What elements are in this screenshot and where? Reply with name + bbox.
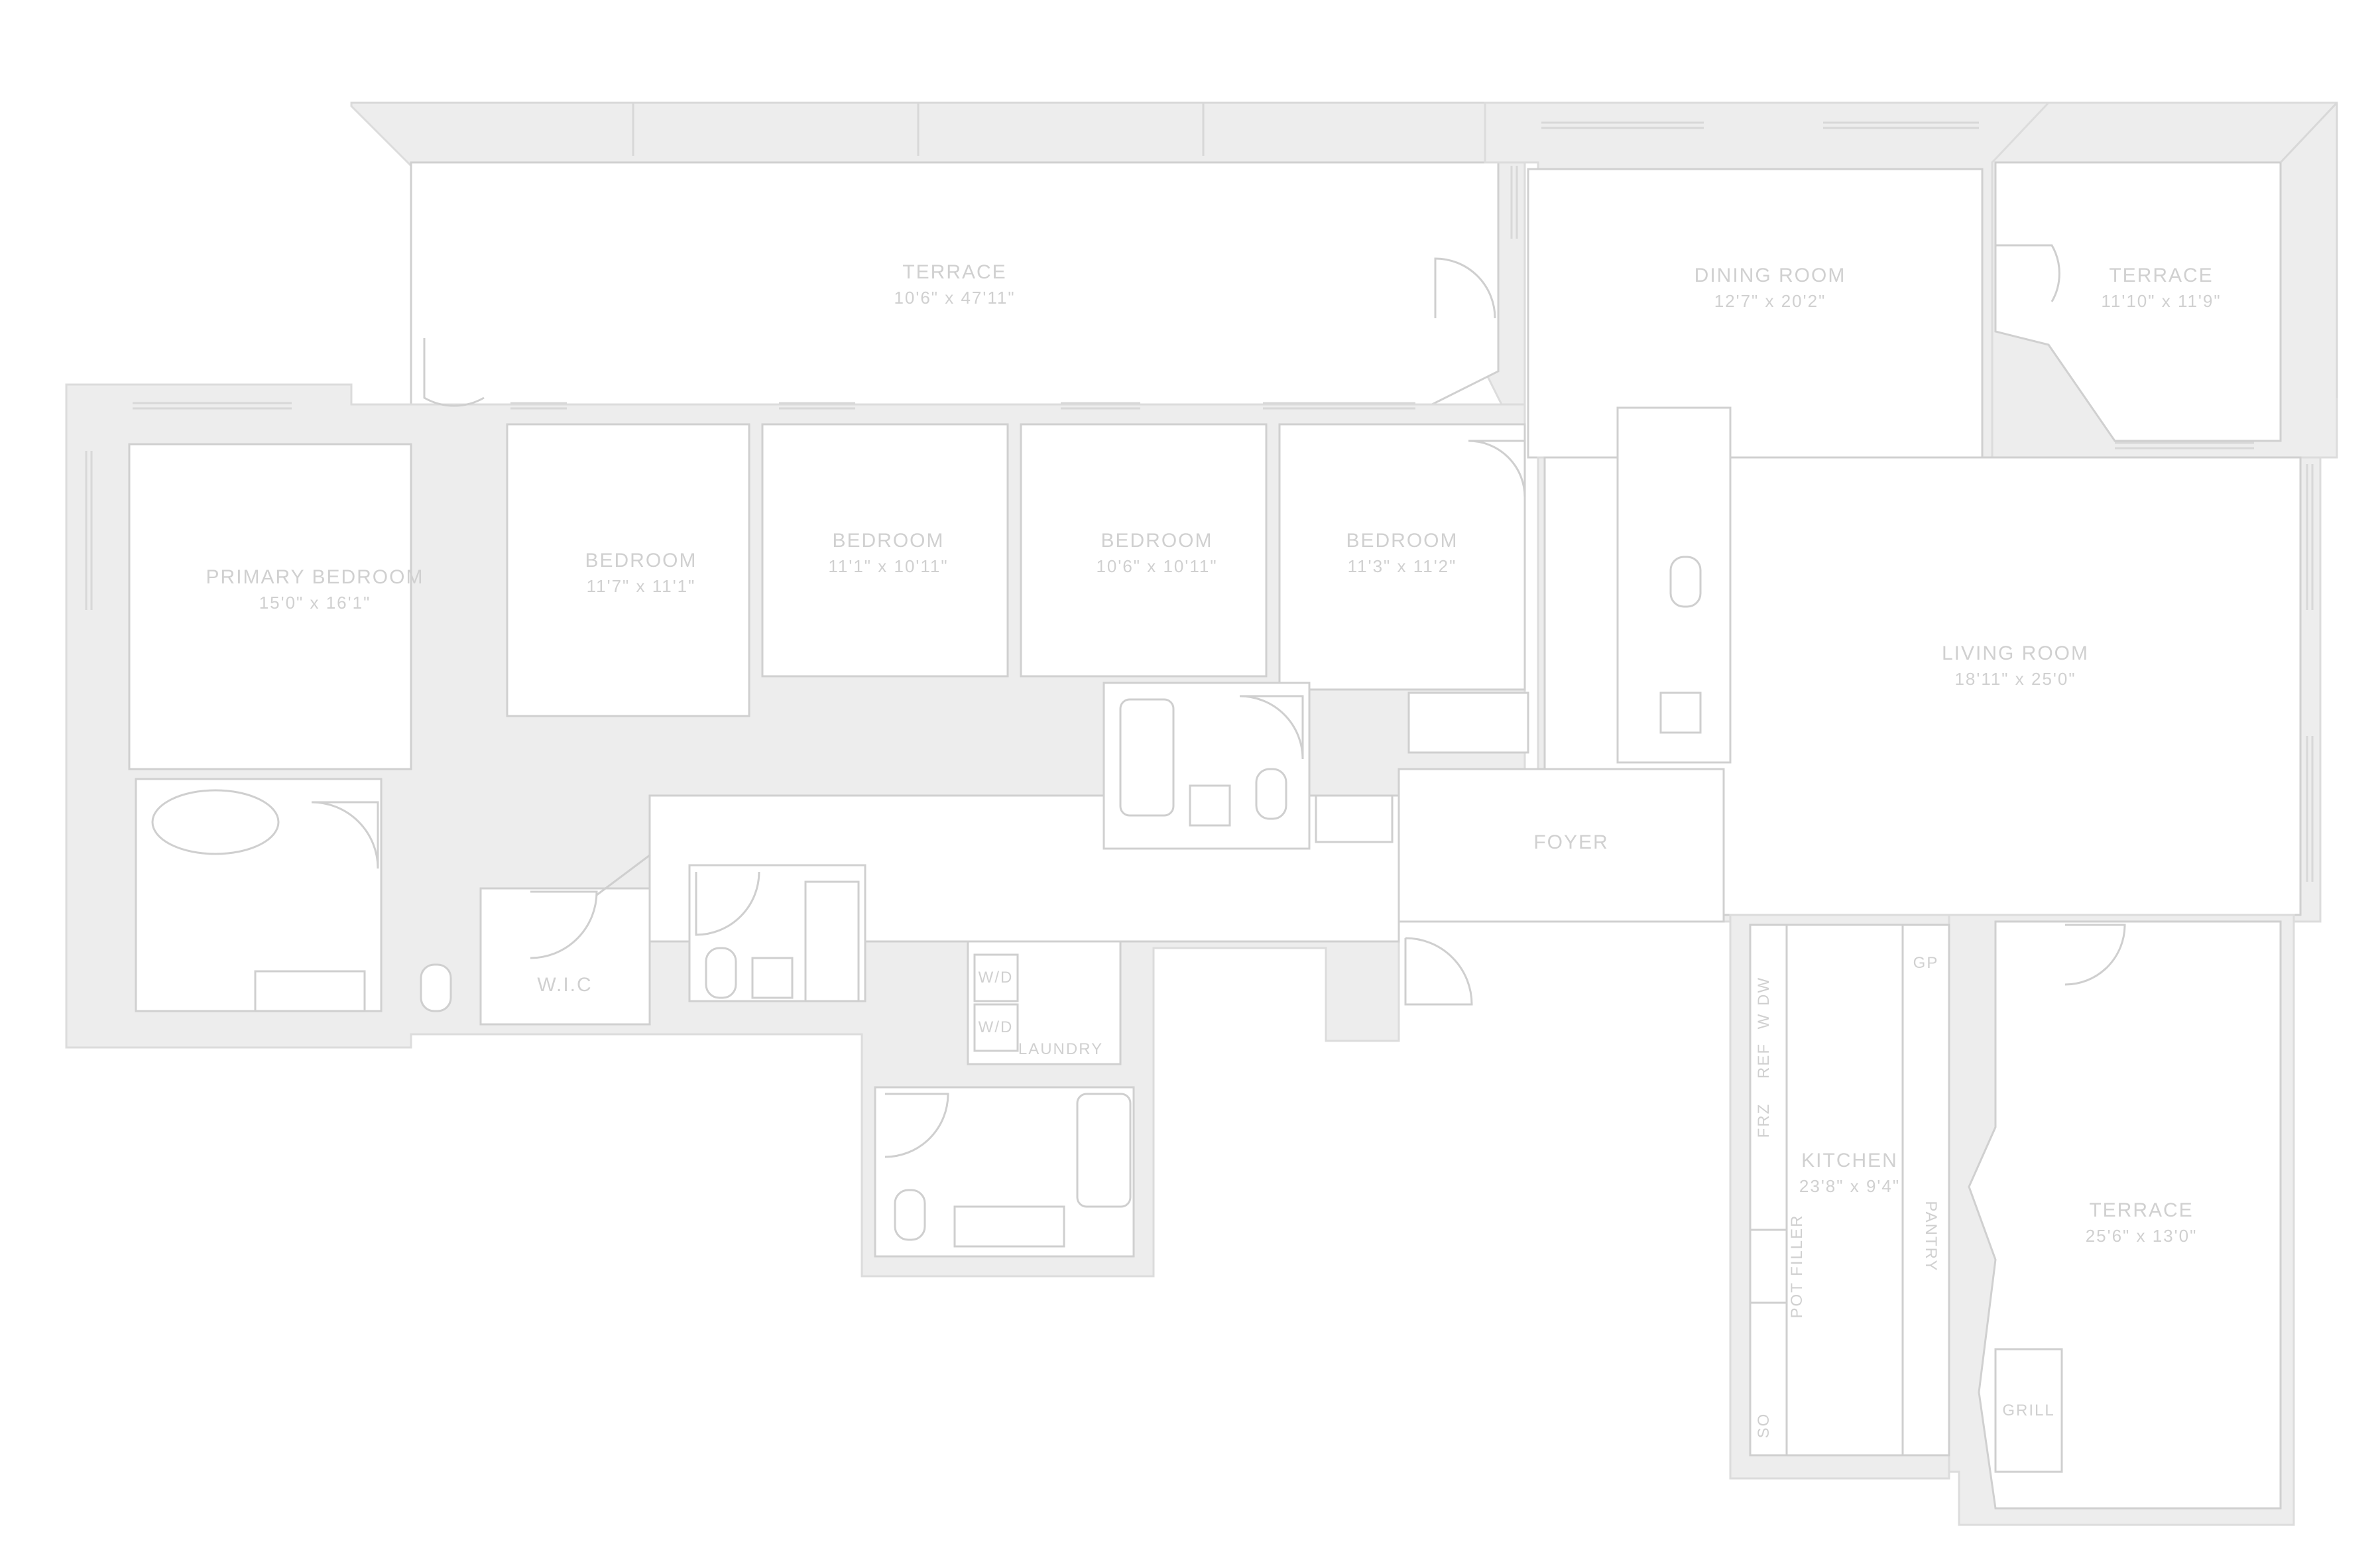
bedroom-4-door	[1468, 440, 1526, 498]
bath-2-door	[695, 871, 760, 936]
wic-room	[479, 887, 651, 1026]
refrigerator-label: REF	[1755, 1043, 1773, 1079]
terrace-door-2	[1434, 257, 1496, 319]
dishwasher-label: DW	[1755, 977, 1773, 1006]
foyer-door	[1404, 937, 1473, 1006]
terrace-se-label: TERRACE	[2089, 1199, 2193, 1221]
bedroom-3-dims: 10'6" x 10'11"	[1096, 556, 1217, 576]
living-room-inner	[1543, 456, 2302, 916]
primary-bedroom-label: PRIMARY BEDROOM	[206, 566, 424, 588]
sink-powder	[1659, 691, 1702, 734]
terrace-se-dims: 25'6" x 13'0"	[2086, 1226, 2198, 1246]
hall-door	[596, 854, 650, 896]
toilet-bath3	[1255, 768, 1287, 820]
bedroom-3-label: BEDROOM	[1101, 530, 1213, 552]
wic-label: W.I.C	[537, 974, 592, 996]
terrace-north-label: TERRACE	[902, 261, 1006, 283]
bedroom-1-dims: 11'7" x 11'1"	[587, 576, 696, 596]
terrace-north-dims: 10'6" x 47'11"	[894, 288, 1015, 308]
kitchen-counter-west	[1749, 924, 1788, 1457]
terrace-door	[423, 338, 485, 407]
bathtub-bath4	[1076, 1093, 1132, 1208]
vanity-primary	[254, 970, 366, 1012]
closet-by-foyer-2	[1407, 691, 1529, 754]
dryer-label: W/D	[979, 1018, 1014, 1036]
wine-label: W	[1755, 1013, 1773, 1030]
primary-bedroom-dims: 15'0" x 16'1"	[259, 593, 371, 613]
terrace-ne-door	[1995, 244, 2060, 302]
fixtures	[151, 556, 2063, 1473]
primary-bedroom-room	[128, 443, 412, 770]
pot-filler-label: POT FILLER	[1788, 1215, 1806, 1319]
dining-room-dims: 12'7" x 20'2"	[1714, 291, 1826, 311]
tub-bath2	[804, 880, 860, 1002]
sink-bath3	[1189, 784, 1231, 827]
foyer-room	[1398, 768, 1725, 923]
bedroom-3-room	[1020, 423, 1268, 678]
bath-4-door	[884, 1093, 949, 1158]
kitchen-island	[1901, 924, 1950, 1457]
dryer	[973, 1003, 1019, 1052]
terrace-ne-dims: 11'10" x 11'9"	[2101, 291, 2221, 311]
grill	[1994, 1348, 2063, 1473]
bathtub-oval	[151, 789, 280, 855]
doors	[311, 244, 2126, 1158]
terrace-north-inner	[410, 161, 1500, 406]
grill-label: GRILL	[2002, 1402, 2054, 1419]
vanity-bath4	[953, 1205, 1065, 1248]
washer	[973, 953, 1019, 1002]
toilet-powder	[1669, 556, 1702, 608]
closet-by-foyer	[1315, 794, 1394, 843]
living-room-dims: 18'11" x 25'0"	[1954, 669, 2076, 689]
sink-bath2	[751, 957, 794, 999]
bedroom-2-room	[761, 423, 1009, 678]
bath-4-room	[874, 1086, 1135, 1258]
fixture-labels: W/D W/D GP FRZ REF W DW PANTRY POT FILLE…	[979, 954, 2054, 1439]
bathtub-bath3	[1119, 698, 1175, 817]
kitchen-dims: 23'8" x 9'4"	[1799, 1176, 1900, 1196]
bedroom-2-dims: 11'1" x 10'11"	[828, 556, 948, 576]
primary-bath-door	[311, 801, 379, 869]
kitchen-label: KITCHEN	[1801, 1150, 1898, 1171]
so-label: SO	[1755, 1413, 1773, 1439]
dining-room-label: DINING ROOM	[1695, 265, 1846, 286]
toilet-primary	[420, 963, 452, 1012]
bedroom-4-dims: 11'3" x 11'2"	[1348, 556, 1457, 576]
gp-label: GP	[1913, 954, 1939, 972]
bedroom-1-label: BEDROOM	[585, 550, 697, 571]
foyer-label: FOYER	[1533, 831, 1608, 853]
cooktop	[1749, 1229, 1788, 1304]
room-labels: TERRACE 10'6" x 47'11" DINING ROOM 12'7"…	[206, 261, 2221, 1246]
bedroom-2-label: BEDROOM	[832, 530, 944, 552]
wic-door	[530, 890, 598, 959]
toilet-bath4	[894, 1189, 926, 1241]
terrace-ne-label: TERRACE	[2109, 265, 2213, 286]
bedroom-4-label: BEDROOM	[1346, 530, 1458, 552]
terrace-se-door	[2064, 924, 2126, 986]
bedroom-4-room	[1278, 423, 1526, 691]
pantry-label: PANTRY	[1922, 1201, 1940, 1272]
living-room-label: LIVING ROOM	[1942, 642, 2089, 664]
toilet-bath2	[705, 947, 737, 999]
laundry-label: LAUNDRY	[1018, 1040, 1103, 1058]
bedroom-1-room	[506, 423, 750, 717]
bath-3-door	[1239, 695, 1304, 760]
washer-label: W/D	[979, 969, 1014, 987]
fridge-label: FRZ	[1755, 1103, 1773, 1138]
dining-room-inner	[1527, 168, 1984, 459]
